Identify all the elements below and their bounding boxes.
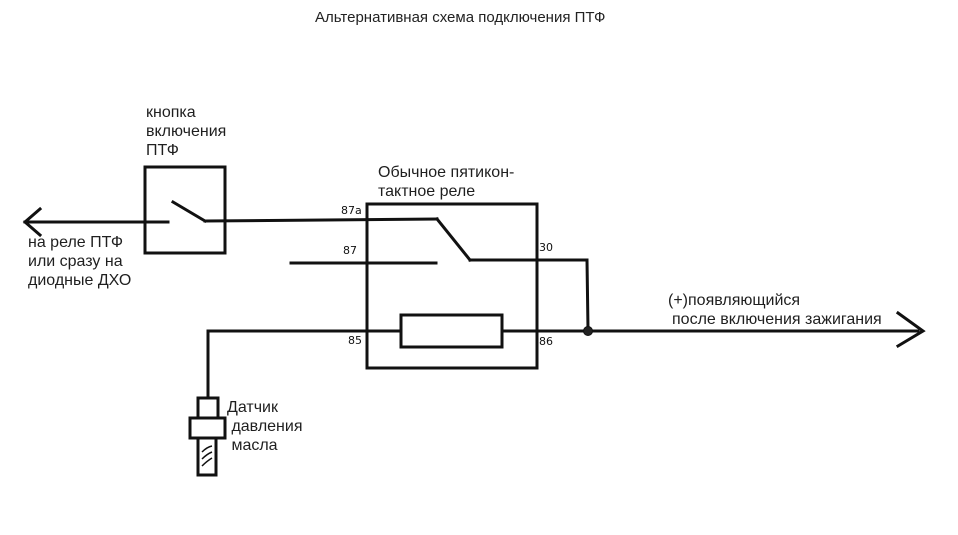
- button-box: [143, 165, 227, 255]
- right-arrow-head: [895, 310, 926, 349]
- sensor-thread-mark: [201, 457, 213, 467]
- pin-87-label: 87: [343, 244, 357, 257]
- button-label: кнопка включения ПТФ: [146, 104, 227, 159]
- wire-30-drop: [585, 258, 590, 331]
- left-output-label: на реле ПТФ или сразу на диодные ДХО: [28, 234, 132, 289]
- sensor-thread: [196, 436, 218, 477]
- sensor-thread-mark: [201, 445, 213, 453]
- pin-86-label: 86: [539, 335, 553, 348]
- button-to-relay-wire: [203, 217, 439, 223]
- diagram-title: Альтернативная схема подключения ПТФ: [315, 9, 606, 26]
- pin-87a-label: 87a: [341, 204, 362, 217]
- sensor-label: Датчик давления масла: [227, 399, 303, 454]
- sensor-thread-mark: [201, 451, 213, 460]
- junction-dot: [583, 326, 593, 336]
- ignition-label-line2: после включения зажигания: [672, 311, 882, 328]
- relay-box: [365, 202, 539, 370]
- relay-coil: [399, 313, 504, 349]
- pin-30-label: 30: [539, 241, 553, 254]
- relay-label: Обычное пятикон- тактное реле: [378, 164, 515, 200]
- relay-switch-blade: [434, 216, 473, 263]
- button-switch-blade: [170, 199, 208, 224]
- ignition-label-line1: (+)появляющийся: [668, 292, 801, 309]
- left-arrow-head: [22, 206, 43, 238]
- sensor-hex: [188, 416, 227, 440]
- sensor-top: [196, 396, 220, 420]
- pin-85-label: 85: [348, 334, 362, 347]
